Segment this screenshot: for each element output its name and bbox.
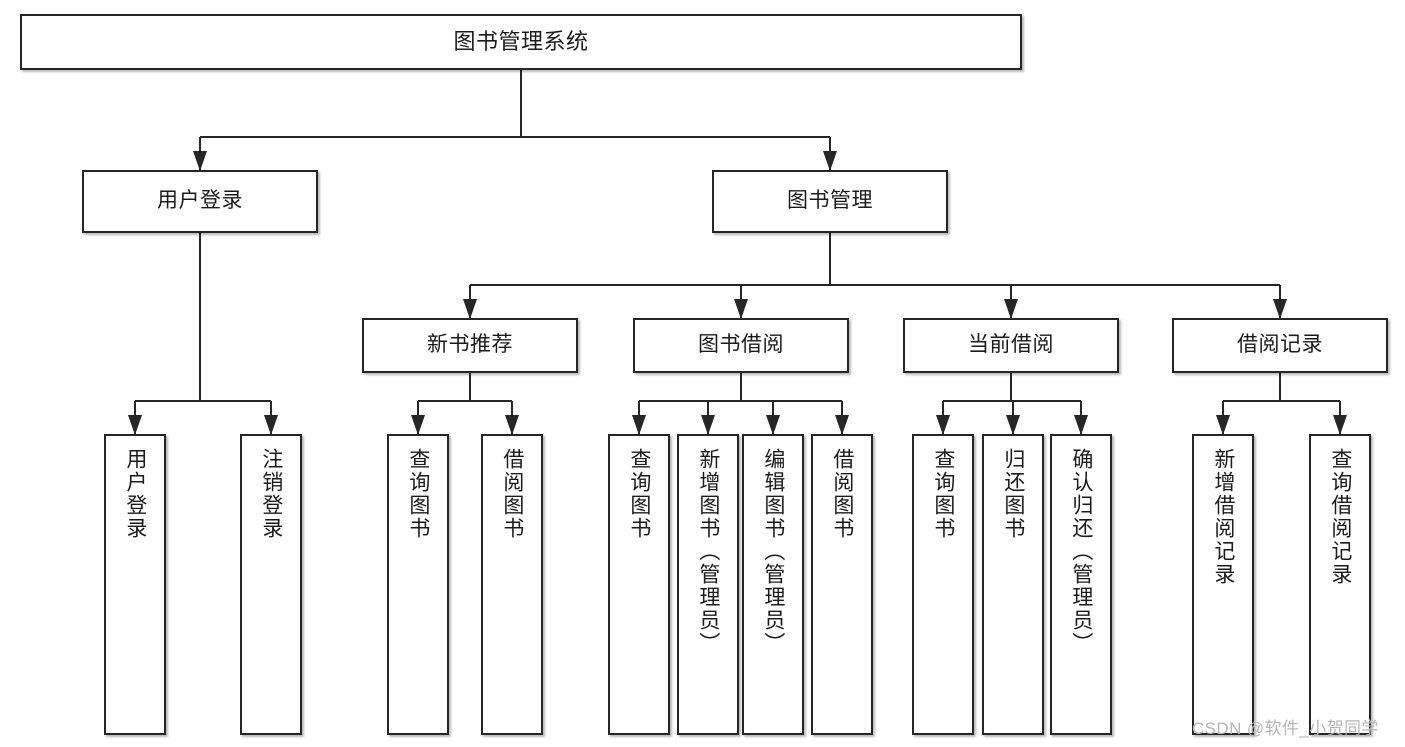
watermark: CSDN @软件_小贺同学: [1192, 719, 1379, 738]
node-label: 新书推荐: [427, 333, 513, 357]
node-l-bw-borrow[interactable]: 借阅图书: [811, 434, 873, 735]
node-label: 图书管理系统: [453, 29, 589, 55]
node-label: 当前借阅: [968, 333, 1054, 357]
node-l-rc-add[interactable]: 新增借阅记录: [1192, 434, 1254, 735]
node-label: 新增借阅记录: [1211, 448, 1235, 586]
node-label: 编辑图书（管理员）: [761, 448, 785, 655]
node-newbook[interactable]: 新书推荐: [362, 318, 578, 373]
node-l-login[interactable]: 用户登录: [104, 434, 166, 735]
node-l-cu-conf[interactable]: 确认归还（管理员）: [1050, 434, 1112, 735]
node-l-nb-borrow[interactable]: 借阅图书: [481, 434, 543, 735]
node-label: 确认归还（管理员）: [1069, 448, 1093, 655]
node-label: 查询借阅记录: [1328, 448, 1352, 586]
node-l-cu-return[interactable]: 归还图书: [982, 434, 1044, 735]
node-current[interactable]: 当前借阅: [903, 318, 1119, 373]
node-root[interactable]: 图书管理系统: [20, 14, 1022, 70]
node-label: 新增图书（管理员）: [696, 448, 720, 655]
node-label: 注销登录: [259, 448, 283, 540]
node-login[interactable]: 用户登录: [82, 170, 318, 233]
node-label: 查询图书: [406, 448, 430, 540]
node-borrow[interactable]: 图书借阅: [633, 318, 849, 373]
node-l-bw-query[interactable]: 查询图书: [608, 434, 670, 735]
node-label: 借阅图书: [500, 448, 524, 540]
node-label: 用户登录: [123, 448, 147, 540]
node-l-bw-add[interactable]: 新增图书（管理员）: [677, 434, 739, 735]
node-l-cu-query[interactable]: 查询图书: [912, 434, 974, 735]
node-label: 查询图书: [627, 448, 651, 540]
node-records[interactable]: 借阅记录: [1172, 318, 1388, 373]
node-label: 查询图书: [931, 448, 955, 540]
node-label: 用户登录: [157, 189, 243, 213]
node-l-bw-edit[interactable]: 编辑图书（管理员）: [742, 434, 804, 735]
node-label: 归还图书: [1001, 448, 1025, 540]
node-bookmgmt[interactable]: 图书管理: [712, 170, 948, 233]
node-label: 借阅记录: [1237, 333, 1323, 357]
node-label: 借阅图书: [830, 448, 854, 540]
node-label: 图书借阅: [698, 333, 784, 357]
node-l-rc-query[interactable]: 查询借阅记录: [1309, 434, 1371, 735]
node-l-logout[interactable]: 注销登录: [240, 434, 302, 735]
node-l-nb-query[interactable]: 查询图书: [387, 434, 449, 735]
node-label: 图书管理: [787, 189, 873, 213]
